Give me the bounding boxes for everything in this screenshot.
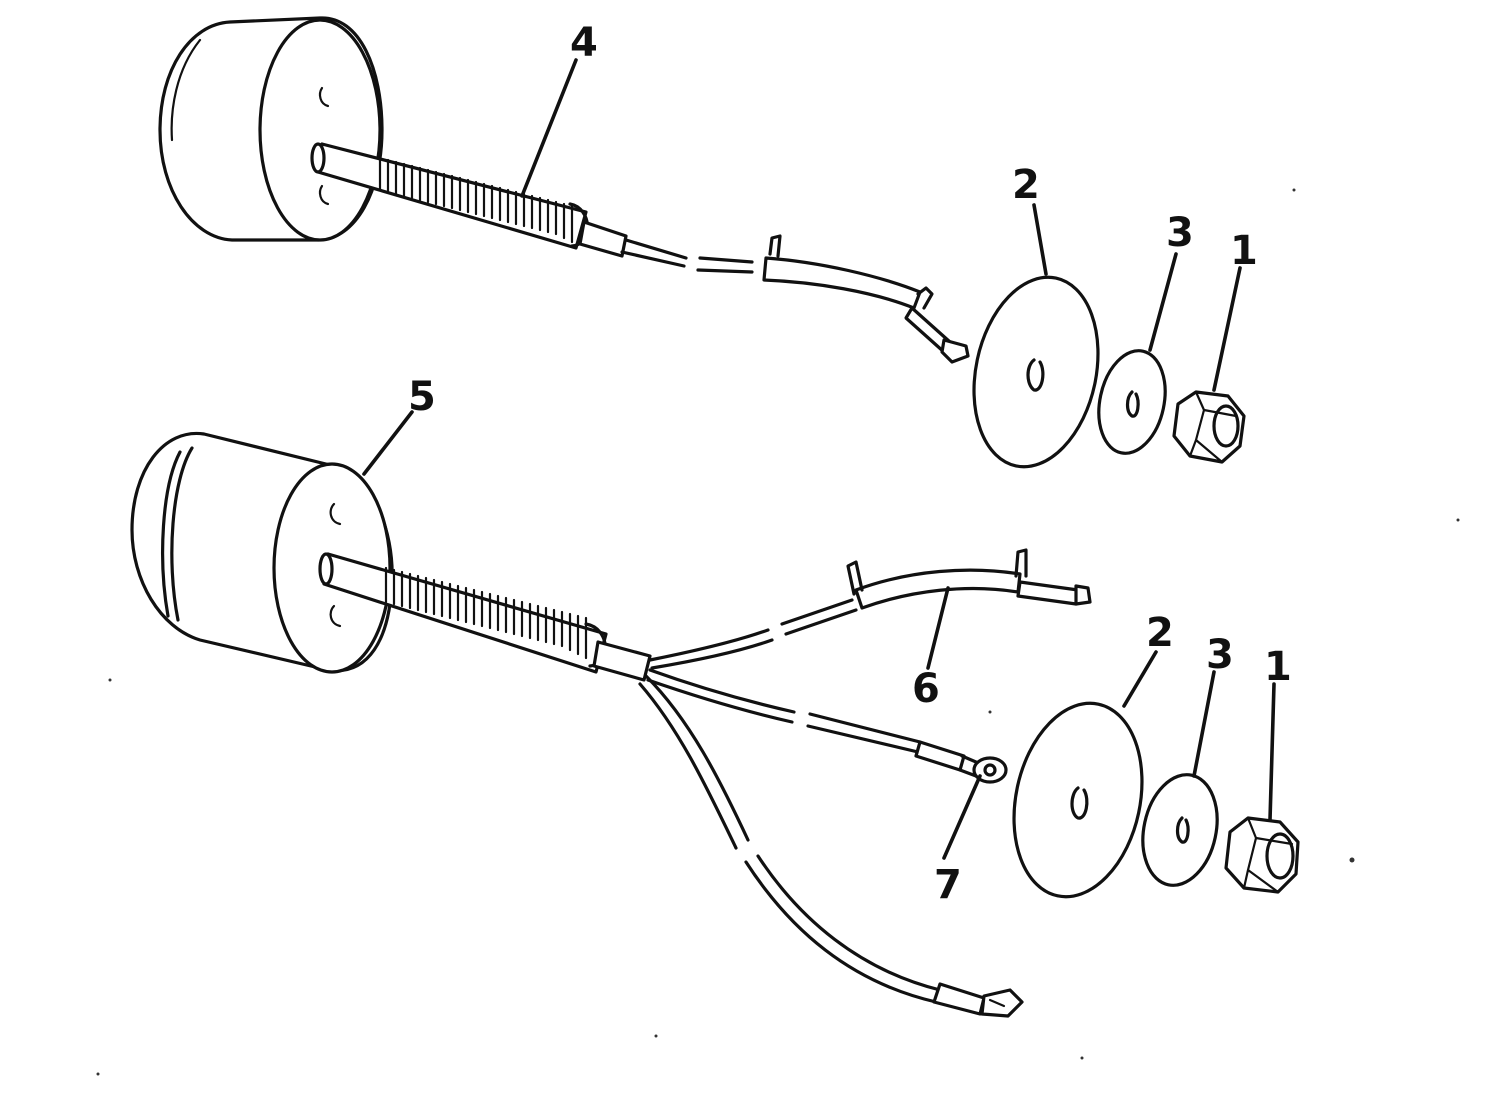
top-lock-washer	[1097, 349, 1167, 455]
leader-1-top	[1212, 266, 1242, 392]
callout-numbers: 4 2 3 1 5 2 3 1 6 7	[408, 20, 1292, 908]
leader-lines	[362, 58, 1276, 860]
leader-5	[362, 410, 414, 476]
leader-3-bottom	[1192, 670, 1216, 778]
top-flat-washer	[972, 275, 1100, 469]
leader-6	[926, 586, 950, 670]
callout-3-top: 3	[1166, 210, 1194, 256]
leader-1-bottom	[1268, 682, 1276, 822]
bottom-wire-lead-middle	[646, 668, 1008, 784]
bottom-hex-nut	[1224, 816, 1300, 894]
bottom-wire-lead-lower	[638, 674, 1024, 1018]
bottom-wire-sleeve	[592, 640, 652, 682]
callout-7: 7	[934, 862, 962, 908]
top-shaft-threads	[378, 156, 590, 248]
callout-2-bottom: 2	[1146, 610, 1174, 656]
callout-1-top: 1	[1230, 228, 1258, 274]
leader-3-top	[1148, 252, 1178, 352]
callout-6: 6	[912, 666, 940, 712]
top-sender-body	[158, 16, 384, 242]
leader-4	[520, 58, 578, 198]
top-sender-assembly	[158, 16, 1246, 469]
bottom-flat-washer	[1012, 701, 1144, 899]
callout-3-bottom: 3	[1206, 632, 1234, 678]
bottom-sender-assembly	[130, 431, 1300, 1018]
leader-2-bottom	[1122, 650, 1158, 708]
leader-2-top	[1032, 203, 1048, 276]
callout-2-top: 2	[1012, 162, 1040, 208]
callout-4: 4	[570, 20, 598, 66]
scan-speckles	[96, 188, 1460, 1076]
leader-7	[942, 774, 982, 860]
top-hex-nut	[1172, 390, 1246, 464]
bottom-sender-body	[130, 431, 394, 674]
top-wire-lead	[578, 220, 970, 364]
callout-1-bottom: 1	[1264, 644, 1292, 690]
bottom-wire-lead-upper	[648, 548, 1092, 670]
callout-5: 5	[408, 374, 436, 420]
bottom-lock-washer	[1141, 773, 1219, 887]
